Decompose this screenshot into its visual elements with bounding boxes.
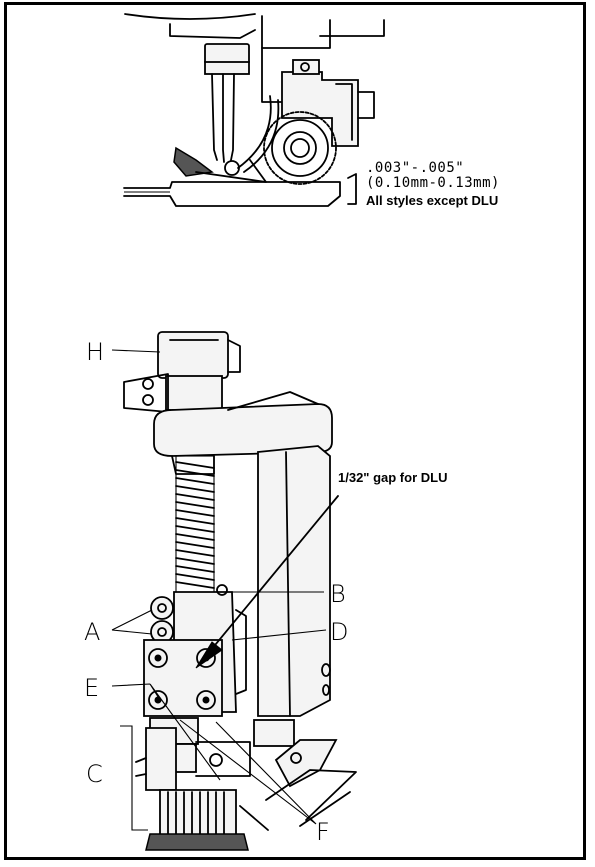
callout-f: F — [316, 818, 330, 846]
top-view-illustration — [123, 13, 385, 207]
callout-leaders — [111, 349, 327, 831]
callout-e: E — [84, 674, 99, 702]
gap-inch-label: .003"-.005" — [366, 160, 464, 176]
gap-mm-label: (0.10mm-0.13mm) — [366, 175, 500, 191]
gap-note-label: All styles except DLU — [366, 193, 498, 208]
bottom-view-illustration — [123, 331, 357, 851]
dlu-gap-label: 1/32" gap for DLU — [338, 470, 447, 485]
callout-c: C — [86, 760, 103, 788]
callout-h: H — [86, 338, 104, 366]
callout-b: B — [330, 580, 346, 608]
spring — [175, 455, 215, 595]
callout-d: D — [330, 618, 348, 646]
callout-a: A — [84, 618, 100, 646]
